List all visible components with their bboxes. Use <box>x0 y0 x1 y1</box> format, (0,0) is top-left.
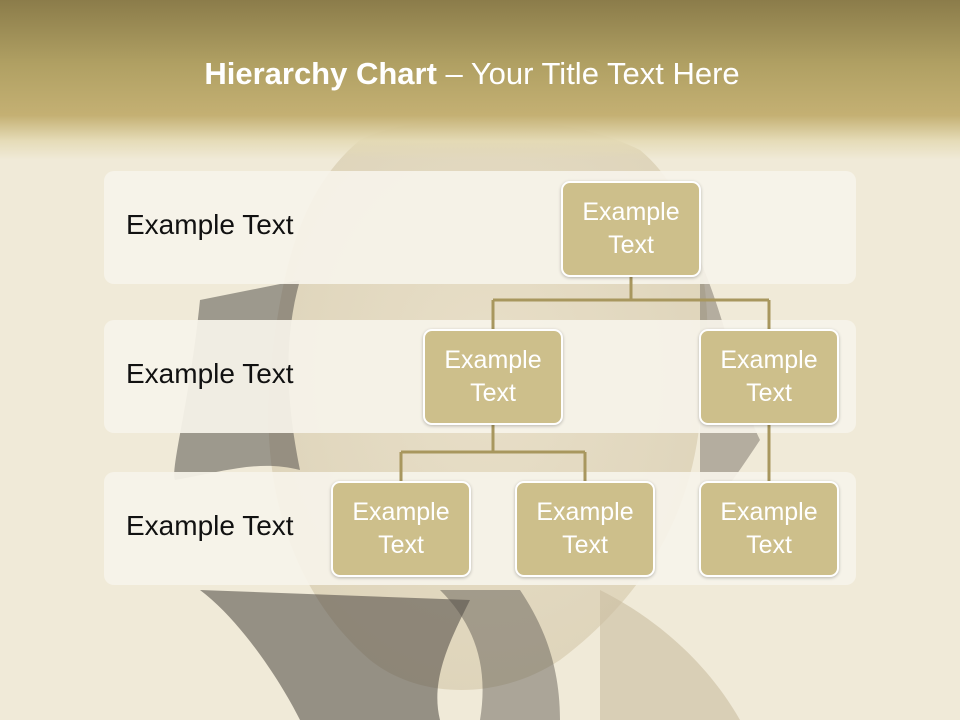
slide-title: Hierarchy Chart – Your Title Text Here <box>0 56 944 92</box>
node-level2-right: Example Text <box>699 329 839 425</box>
title-bar <box>0 0 960 160</box>
title-dash: – <box>436 56 471 91</box>
title-bold-part: Hierarchy Chart <box>204 56 437 91</box>
level-2-label: Example Text <box>126 358 294 389</box>
node-level3-a: Example Text <box>331 481 471 577</box>
node-level3-b-label: Example Text <box>536 498 634 559</box>
node-level2-left: Example Text <box>423 329 563 425</box>
node-level3-c-label: Example Text <box>720 498 818 559</box>
level-band-1: Example Text <box>104 171 856 284</box>
node-level3-a-label: Example Text <box>352 498 450 559</box>
node-level2-left-label: Example Text <box>444 346 542 407</box>
node-root-label: Example Text <box>582 198 680 259</box>
level-3-label: Example Text <box>126 510 294 541</box>
node-root: Example Text <box>561 181 701 277</box>
node-level2-right-label: Example Text <box>720 346 818 407</box>
node-level3-b: Example Text <box>515 481 655 577</box>
node-level3-c: Example Text <box>699 481 839 577</box>
title-rest-part: Your Title Text Here <box>470 56 740 91</box>
level-1-label: Example Text <box>126 209 294 240</box>
